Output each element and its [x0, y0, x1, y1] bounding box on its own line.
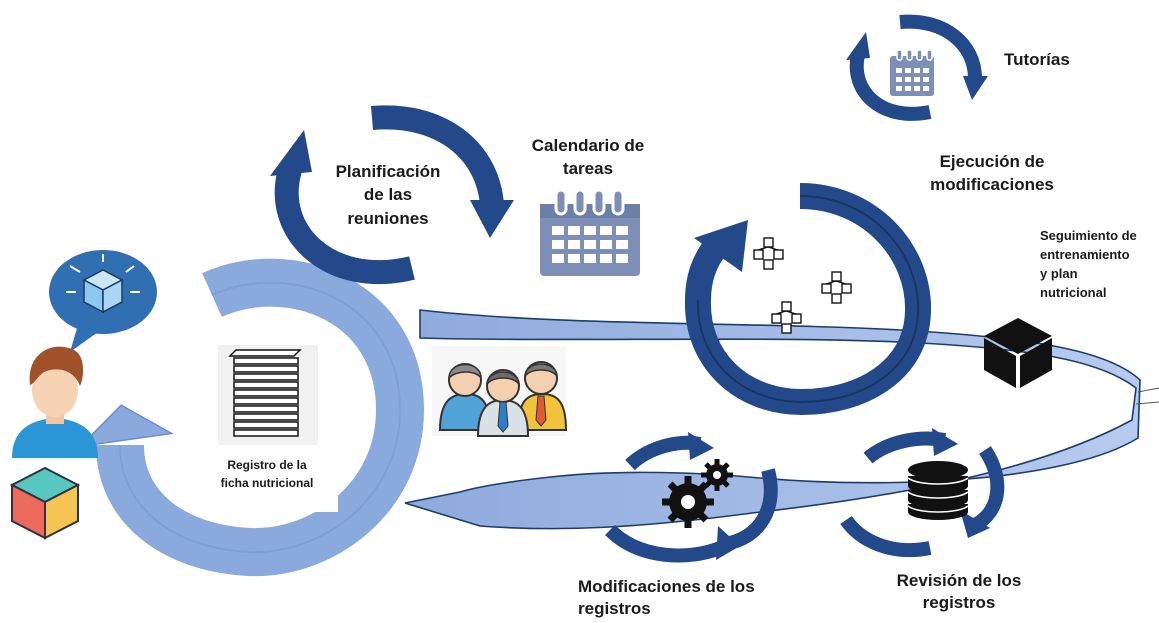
modificaciones-line-1: Modificaciones de los: [578, 577, 755, 596]
document-stack-icon: [218, 345, 318, 445]
gears-icon: [662, 459, 733, 528]
ejecucion-line-1: Ejecución de: [939, 152, 1045, 171]
modificaciones-label: Modificaciones de los registros: [578, 576, 778, 621]
person-right: [516, 361, 568, 431]
user-avatar-icon: [12, 346, 98, 458]
registro-line-2: ficha nutricional: [220, 476, 314, 490]
seguimiento-line-2: entrenamiento: [1040, 247, 1130, 263]
revision-line-1: Revisión de los: [896, 571, 1022, 590]
calendario-line-1: Calendario de: [531, 136, 645, 155]
registro-cycle-arrow: [78, 258, 425, 577]
planificacion-label: Planificación de las reuniones: [318, 160, 458, 230]
blockchain-icon: [753, 237, 852, 334]
calendario-label: Calendario de tareas: [515, 134, 661, 181]
cube-icon: [82, 269, 124, 314]
person-left: [438, 363, 492, 431]
tutorias-cycle-arrows: [846, 14, 988, 121]
seguimiento-line-3: y plan: [1040, 266, 1078, 282]
revision-line-2: registros: [922, 593, 996, 613]
registro-line-1: Registro de la: [227, 458, 307, 472]
planificacion-cycle-arrows: [270, 105, 514, 285]
team-people-icon: [432, 346, 568, 437]
revision-cycle-arrows: [840, 428, 1005, 558]
small-calendar-icon: [890, 49, 934, 96]
database-icon: [907, 461, 969, 520]
tutorias-label: Tutorías: [1004, 48, 1094, 71]
modificaciones-line-2: registros: [578, 599, 651, 619]
speech-bubble-icon: [49, 250, 157, 352]
ejecucion-cycle-arrow: [684, 183, 932, 416]
calendario-line-2: tareas: [562, 159, 614, 179]
tutorias-line-1: Tutorías: [1004, 50, 1070, 69]
black-box-icon: [984, 318, 1052, 388]
ejecucion-label: Ejecución de modificaciones: [912, 150, 1072, 197]
modificaciones-cycle-arrows: [605, 432, 778, 563]
revision-label: Revisión de los registros: [876, 570, 1042, 615]
seguimiento-line-4: nutricional: [1040, 285, 1107, 301]
colored-cube-icon: [9, 466, 81, 540]
planificacion-line-2: de las: [363, 185, 413, 205]
calendar-icon: [540, 188, 640, 276]
seguimiento-line-1: Seguimiento de: [1040, 228, 1137, 243]
registro-ficha-label: Registro de la ficha nutricional: [198, 456, 336, 492]
seguimiento-label: Seguimiento de entrenamiento y plan nutr…: [1040, 226, 1159, 302]
planificacion-line-3: reuniones: [347, 208, 429, 228]
planificacion-line-1: Planificación: [335, 162, 441, 181]
registro-label-box: [196, 446, 338, 512]
ejecucion-line-2: modificaciones: [930, 175, 1054, 195]
person-center: [476, 369, 530, 437]
